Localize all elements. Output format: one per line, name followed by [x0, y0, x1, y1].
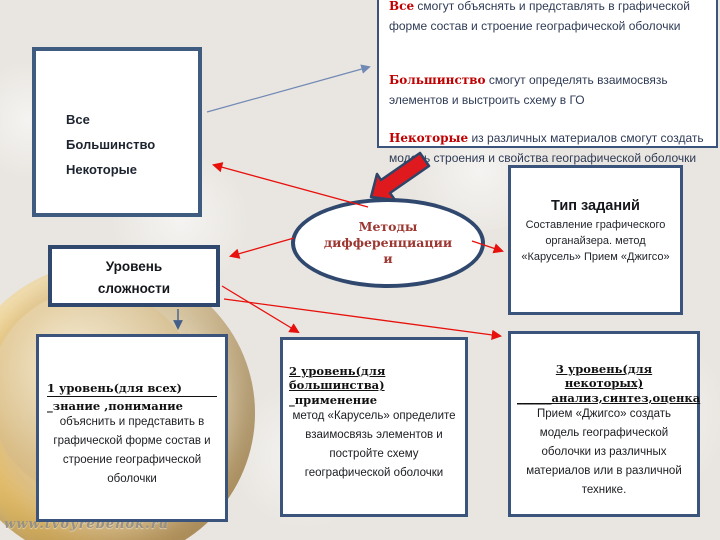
audience-line-most: Большинство — [66, 137, 156, 152]
methods-line2: дифференциации — [323, 235, 453, 250]
objective-most-keyword: Большинство — [389, 73, 486, 87]
arrow-difficulty-to-level3 — [223, 298, 503, 341]
level2-body: метод «Карусель» определите взаимосвязь … — [292, 410, 456, 479]
task-type-body: Составление графического органайзера. ме… — [521, 219, 670, 263]
objective-all-text: смогут объяснять и представлять в графич… — [389, 0, 690, 33]
audience-line-some: Некоторые — [66, 162, 137, 177]
arrow-audience-to-objectives — [206, 64, 371, 113]
difficulty-level-box: Уровень сложности — [48, 245, 220, 307]
level3-box: 3 уровень(для некоторых) ______анализ,си… — [508, 331, 700, 517]
objective-some: Некоторые из различных материалов смогут… — [389, 128, 712, 168]
objectives-box: Все смогут объяснять и представлять в гр… — [377, 0, 718, 165]
level2-heading: 2 уровень(для большинства) — [289, 364, 386, 392]
arrow-ellipse-to-difficulty — [229, 237, 295, 259]
objectives-text: Все смогут объяснять и представлять в гр… — [389, 0, 712, 168]
level1-body: объяснить и представить в графической фо… — [53, 416, 211, 485]
audience-box: Все Большинство Некоторые — [32, 47, 202, 217]
level2-content: 2 уровень(для большинства) _применение м… — [289, 364, 459, 483]
level3-content: 3 уровень(для некоторых) ______анализ,си… — [517, 362, 701, 500]
level3-heading: 3 уровень(для некоторых) — [555, 362, 653, 390]
level3-subheading: ______анализ,синтез,оценка — [517, 391, 701, 405]
objective-some-text: из различных материалов смогут создать м… — [389, 131, 704, 165]
task-type-box: Тип заданий Составление графического орг… — [508, 165, 683, 315]
audience-text: Все Большинство Некоторые — [66, 107, 198, 182]
level1-box: 1 уровень(для всех) _знание ,понимание о… — [36, 334, 228, 522]
level1-content: 1 уровень(для всех) _знание ,понимание о… — [47, 381, 217, 489]
level2-box: 2 уровень(для большинства) _применение м… — [280, 337, 468, 517]
objective-all-keyword: Все — [389, 0, 415, 13]
difficulty-line1: Уровень — [105, 259, 163, 274]
methods-line3: и — [383, 251, 393, 266]
level2-subheading: _применение — [289, 393, 378, 407]
objective-most-text: смогут определять взаимосвязь элементов … — [389, 73, 668, 107]
methods-ellipse: Методы дифференциации и — [291, 198, 485, 288]
difficulty-line2: сложности — [97, 281, 171, 296]
audience-line-all: Все — [66, 112, 90, 127]
objective-all: Все смогут объяснять и представлять в гр… — [389, 0, 712, 36]
arrow-difficulty-to-level2 — [221, 285, 300, 334]
objective-most: Большинство смогут определять взаимосвяз… — [389, 70, 712, 110]
difficulty-level-text: Уровень сложности — [52, 256, 216, 300]
level1-subheading: _знание ,понимание — [47, 399, 183, 413]
arrow-ellipse-to-audience — [211, 162, 369, 208]
level1-heading: 1 уровень(для всех) — [47, 381, 217, 397]
task-type-title: Тип заданий — [551, 198, 640, 214]
methods-line1: Методы — [358, 219, 418, 234]
level3-body: Прием «Джигсо» создать модель географиче… — [526, 408, 682, 496]
objective-some-keyword: Некоторые — [389, 131, 469, 145]
methods-ellipse-text: Методы дифференциации и — [324, 219, 452, 267]
